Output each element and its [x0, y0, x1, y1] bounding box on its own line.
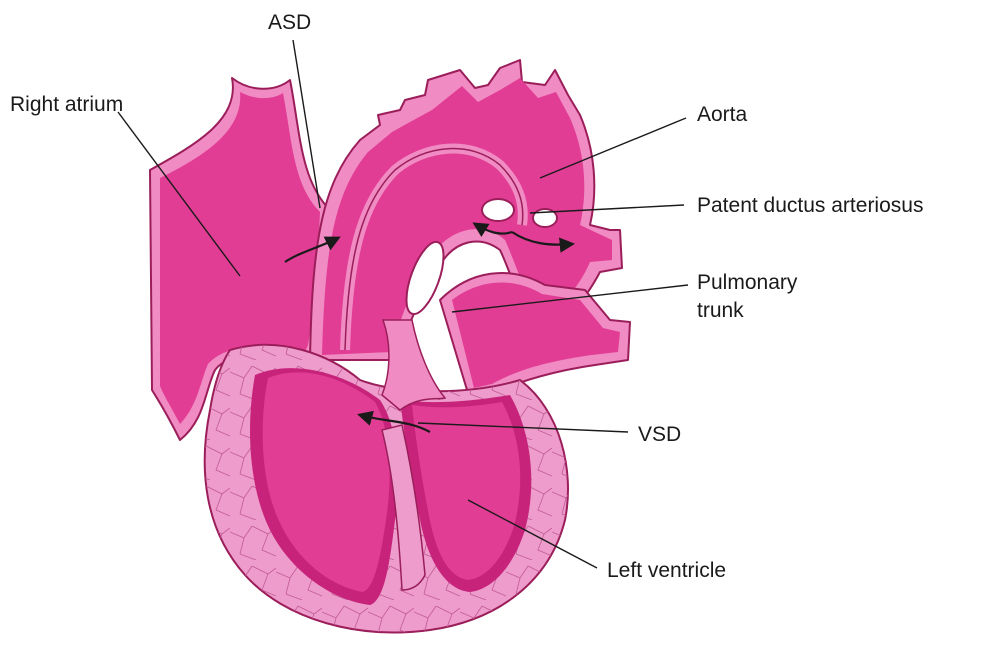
vsd-label: VSD: [638, 422, 681, 447]
ductus-opening: [482, 199, 514, 221]
left-ventricle-label: Left ventricle: [607, 558, 726, 583]
pda-label: Patent ductus arteriosus: [697, 193, 923, 218]
upper-septum: [382, 320, 445, 410]
aorta-label: Aorta: [697, 102, 747, 127]
pulmonary-trunk-label-line2: trunk: [697, 298, 744, 323]
asd-label: ASD: [268, 10, 311, 35]
pulmonary-trunk-label-line1: Pulmonary: [697, 270, 797, 295]
right-atrium-label: Right atrium: [10, 92, 123, 117]
